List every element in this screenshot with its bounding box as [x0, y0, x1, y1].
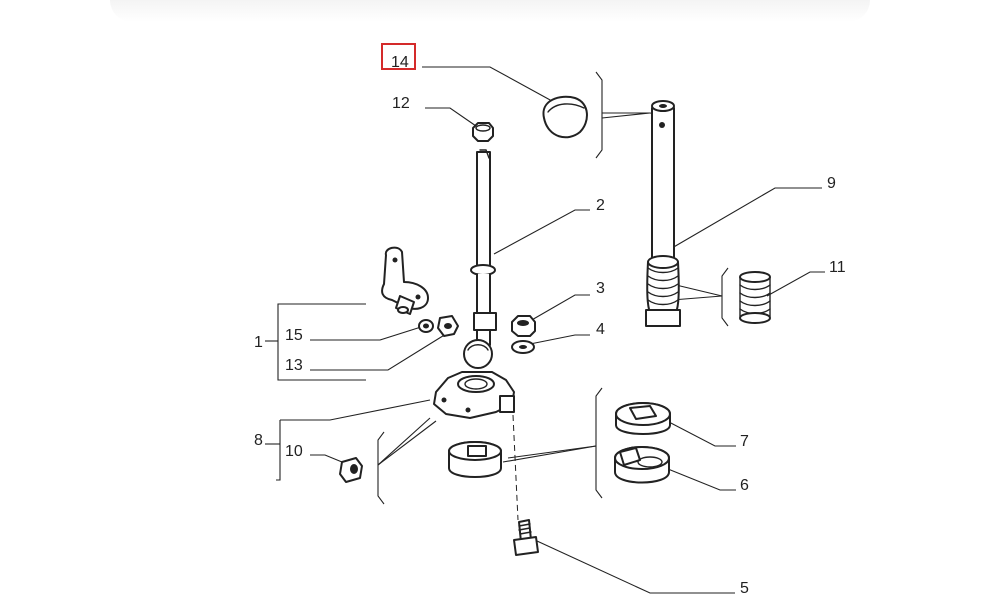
leader-spring-b: [671, 295, 723, 301]
cup-assembly: [448, 441, 502, 478]
leader-13: [310, 333, 447, 371]
leader-9: [671, 187, 822, 249]
leader-14: [422, 66, 553, 102]
leader-2: [493, 209, 590, 255]
knob-14: [542, 95, 588, 139]
leader-lines: [265, 66, 825, 594]
leader-15: [310, 326, 422, 341]
leader-spring-a: [675, 284, 723, 297]
callout-labels: 14 12 2 3 4 9 11 1 15 13 8 10 7 6 5: [254, 43, 846, 597]
selector-rod-9: [645, 100, 681, 327]
callout-10: 10: [285, 443, 303, 460]
callout-5: 5: [740, 580, 749, 597]
callout-4: 4: [596, 321, 605, 338]
leader-cups-b: [502, 445, 597, 463]
callout-9: 9: [827, 175, 836, 192]
highlight-box: [381, 43, 416, 70]
callout-13: 13: [285, 357, 303, 374]
callout-12: 12: [392, 95, 410, 112]
callout-11: 11: [829, 259, 846, 276]
leader-12: [425, 107, 477, 127]
bush-10: [339, 457, 363, 483]
shift-rod-2: [463, 149, 497, 369]
bracket-8: [276, 420, 281, 481]
bracket-housing: [377, 431, 385, 505]
nut-3: [511, 315, 536, 337]
bolt-5: [513, 519, 539, 556]
lever-1: [381, 246, 429, 315]
leader-10: [310, 454, 343, 463]
nut-12: [472, 122, 494, 142]
leader-bracket-top-b: [601, 112, 651, 119]
cup-6: [614, 446, 670, 484]
callout-6: 6: [740, 477, 749, 494]
callout-14: 14: [391, 54, 409, 71]
washer-4: [511, 340, 535, 354]
leader-3: [529, 294, 590, 322]
spring-11: [739, 271, 771, 324]
callout-2: 2: [596, 197, 605, 214]
leader-housing-b: [377, 420, 437, 466]
bush-13: [437, 315, 459, 337]
bracket-cups: [595, 387, 603, 499]
housing-8: [433, 371, 515, 419]
leader-5: [536, 540, 735, 594]
leader-8-arm: [280, 399, 431, 421]
callout-8: 8: [254, 432, 263, 449]
assembly-axis: [512, 414, 519, 521]
top-shadow: [110, 0, 870, 22]
bracket-spring: [721, 267, 729, 327]
leader-6: [667, 468, 736, 491]
callout-15: 15: [285, 327, 303, 344]
leader-4: [529, 334, 590, 345]
bracket-1: [277, 303, 366, 381]
ring-15: [418, 319, 434, 333]
parts: [339, 95, 771, 556]
leader-7: [666, 420, 736, 447]
leader-housing-a: [377, 417, 431, 466]
bracket-14-9: [595, 71, 603, 159]
callout-3: 3: [596, 280, 605, 297]
callout-7: 7: [740, 433, 749, 450]
callout-1: 1: [254, 334, 263, 351]
leader-11: [766, 271, 825, 297]
cap-7: [615, 402, 671, 435]
